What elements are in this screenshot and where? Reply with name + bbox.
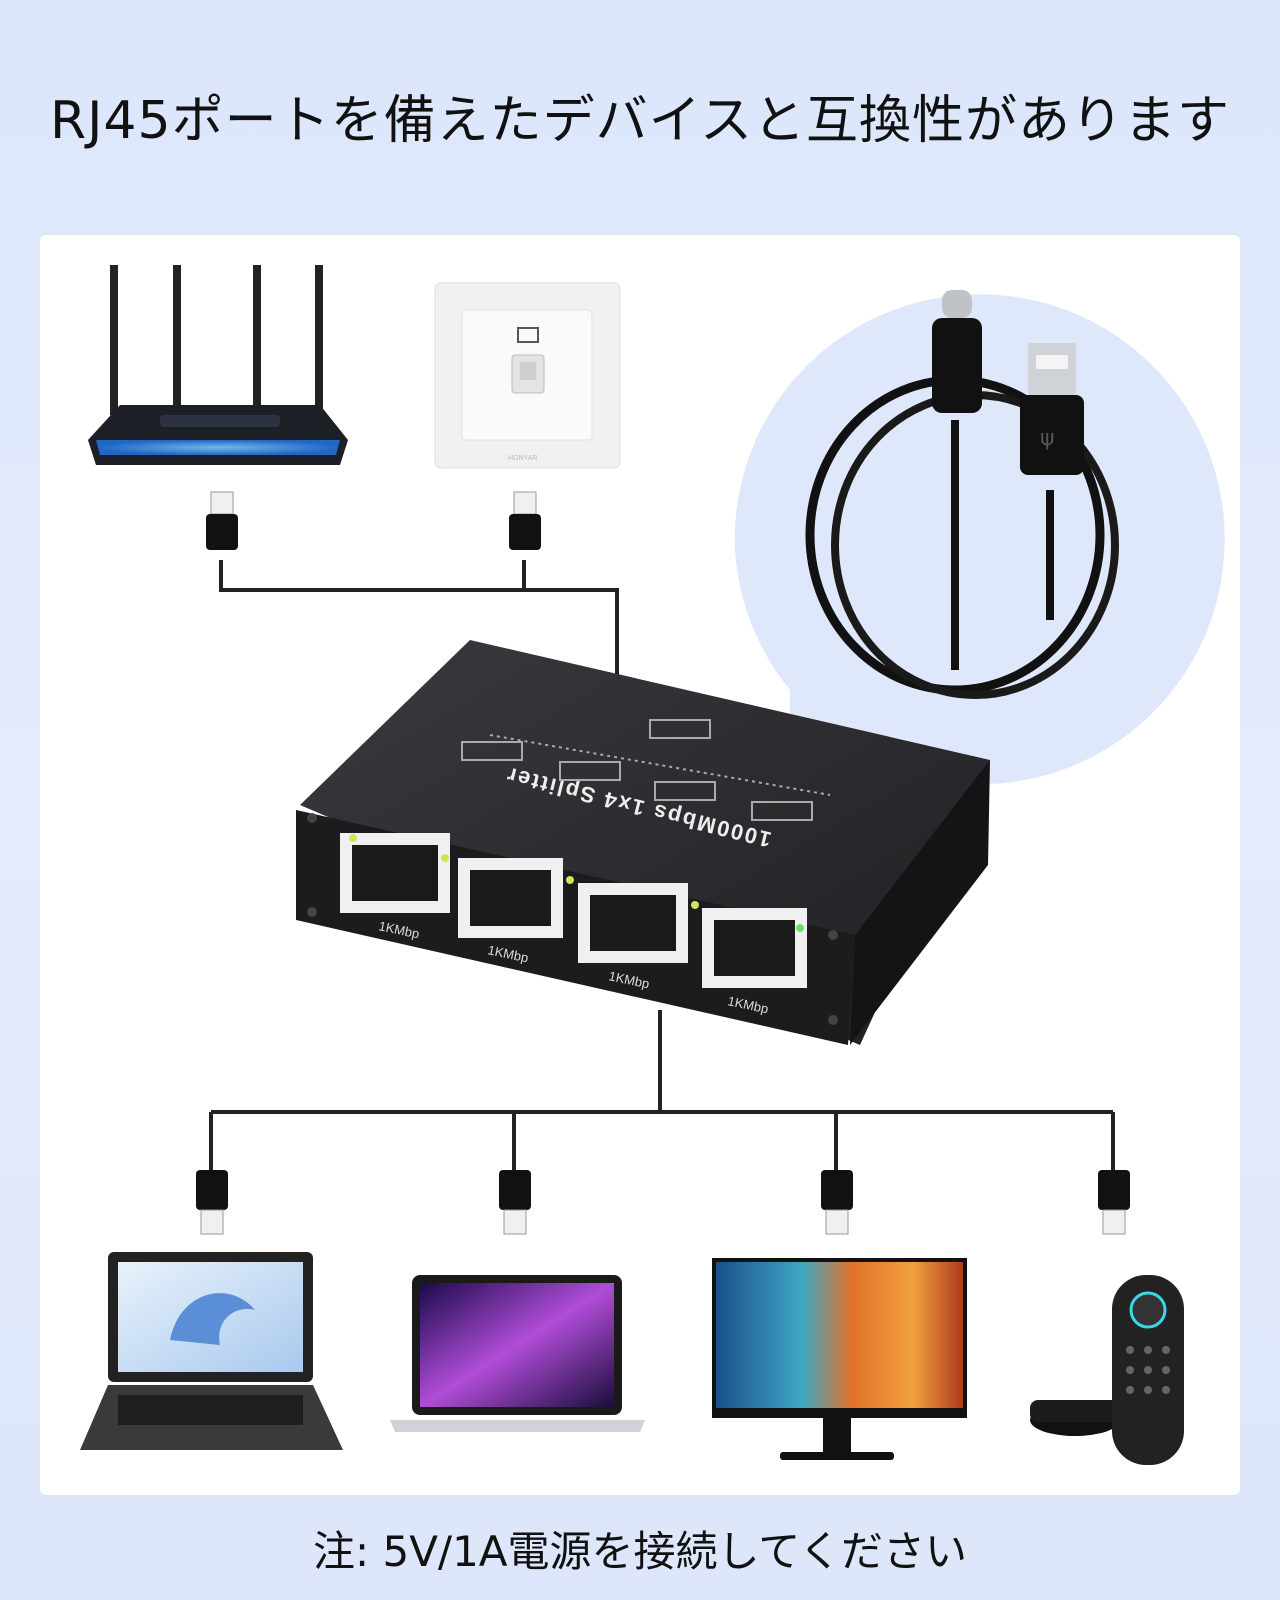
page-title: RJ45ポートを備えたデバイスと互換性があります bbox=[49, 91, 1231, 151]
upstream-cables bbox=[206, 491, 619, 675]
wall-plate-icon: HONYAR bbox=[434, 282, 621, 469]
svg-text:ψ: ψ bbox=[1040, 426, 1055, 451]
macbook-icon bbox=[390, 1275, 645, 1432]
downstream-cables bbox=[196, 1010, 1130, 1235]
rj45-connector-icon bbox=[1098, 1170, 1130, 1235]
rj45-connector-icon bbox=[821, 1170, 853, 1235]
rj45-connector-icon bbox=[206, 491, 238, 550]
router-icon bbox=[88, 265, 348, 465]
rj45-connector-icon bbox=[499, 1170, 531, 1235]
ethernet-port-2[interactable] bbox=[458, 858, 563, 938]
wall-plate-brand: HONYAR bbox=[508, 455, 537, 462]
power-note: 注: 5V/1A電源を接続してください bbox=[312, 1527, 968, 1576]
ethernet-splitter: 1000Mbps 1x4 Splitter bbox=[296, 640, 990, 1045]
usb-c-plug-icon bbox=[932, 318, 982, 413]
usb-cable-illustration: ψ bbox=[734, 290, 1225, 785]
ethernet-port-3[interactable] bbox=[578, 883, 688, 963]
tv-box-and-remote-icon bbox=[1030, 1275, 1184, 1465]
windows-laptop-icon bbox=[80, 1252, 343, 1450]
monitor-icon bbox=[712, 1258, 967, 1460]
rj45-connector-icon bbox=[196, 1170, 228, 1235]
rj45-connector-icon bbox=[509, 491, 541, 550]
ethernet-port-1[interactable] bbox=[340, 833, 450, 913]
ethernet-port-4[interactable] bbox=[702, 908, 807, 988]
